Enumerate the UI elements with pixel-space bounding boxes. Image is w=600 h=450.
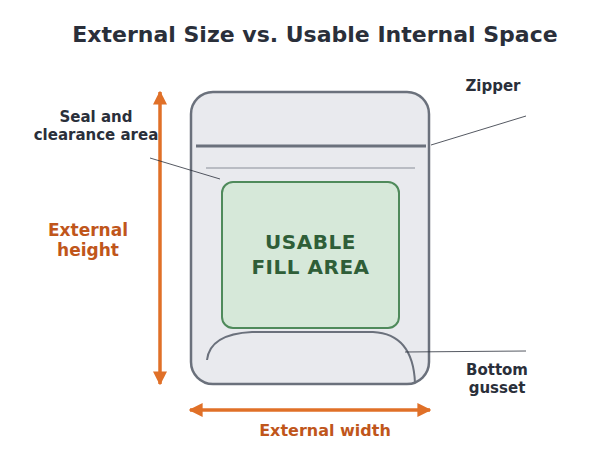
seal-line <box>206 167 415 169</box>
callout-label: Seal and clearance area <box>24 108 169 144</box>
gusset-curve <box>207 332 415 383</box>
fill-area-box: USABLE FILL AREA <box>221 181 400 329</box>
height-arrow <box>158 92 162 384</box>
leader-line <box>405 351 526 352</box>
pouch-outline <box>191 92 429 384</box>
width-arrow <box>190 408 430 412</box>
dimension-label: External height <box>33 220 143 261</box>
zipper-line <box>196 145 426 148</box>
box-label: USABLE FILL AREA <box>246 230 376 280</box>
callout-label: Zipper <box>438 77 548 95</box>
dimension-label: External width <box>215 421 435 440</box>
callout-label: Bottom gusset <box>450 361 545 397</box>
leader-line <box>431 116 526 145</box>
leader-line <box>150 158 220 179</box>
diagram-title: External Size vs. Usable Internal Space <box>0 22 600 48</box>
